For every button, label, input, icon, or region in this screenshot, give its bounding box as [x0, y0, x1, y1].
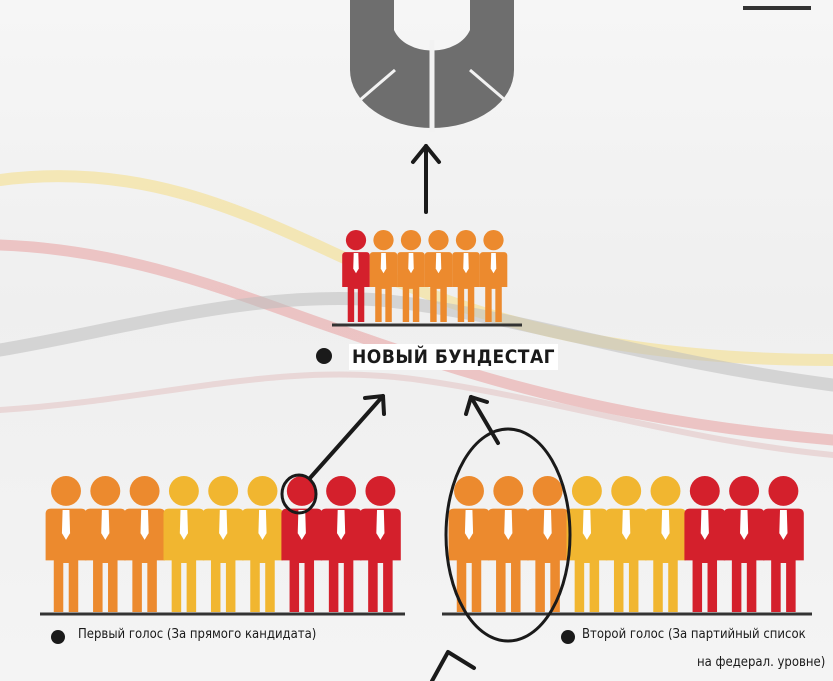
- second-vote-person-icon: [566, 476, 608, 612]
- second-vote-person-icon: [723, 476, 765, 612]
- first-vote-person-icon: [281, 476, 323, 612]
- arrows: [308, 144, 500, 681]
- first-vote-person-icon: [163, 476, 205, 612]
- second-vote-label-line2: на федерал. уровне): [697, 655, 826, 670]
- first-vote-bullet: [51, 630, 65, 644]
- first-vote-person-icon: [242, 476, 283, 612]
- first-vote-person-icon: [84, 476, 126, 612]
- first-vote-label: Первый голос (За прямого кандидата): [78, 627, 317, 642]
- first-vote-person-icon: [202, 476, 244, 612]
- arrow-first-vote-head: [363, 394, 386, 416]
- parliament-hemicycle-icon: [350, 0, 514, 132]
- first-vote-highlight-circle: [280, 473, 318, 515]
- bundestag-person-icon: [369, 230, 398, 322]
- second-vote-person-icon: [605, 476, 647, 612]
- bundestag-person-icon: [479, 230, 508, 322]
- second-vote-person-icon: [645, 476, 686, 612]
- bundestag-person-icon: [452, 230, 480, 322]
- arrow-second-vote-head: [464, 395, 489, 416]
- second-vote-person-icon: [448, 476, 490, 612]
- second-vote-highlight-circle: [444, 427, 572, 643]
- bottom-arrow-hint: [430, 650, 476, 681]
- second-vote-label-line1: Второй голос (За партийный список: [582, 627, 806, 642]
- bundestag-bullet: [316, 348, 332, 364]
- first-vote-person-icon: [320, 476, 362, 612]
- top-right-mark: [743, 6, 811, 10]
- arrow-up-to-hemicycle-head: [411, 144, 441, 164]
- first-vote-person-icon: [124, 476, 165, 612]
- bundestag-label: НОВЫЙ БУНДЕСТАГ: [349, 344, 559, 370]
- second-vote-person-icon: [487, 476, 529, 612]
- people-layer: [45, 230, 804, 612]
- first-vote-person-icon: [360, 476, 401, 612]
- second-vote-person-icon: [527, 476, 568, 612]
- bundestag-person-icon: [397, 230, 425, 322]
- arrow-first-vote: [308, 394, 385, 480]
- bundestag-person-icon: [342, 230, 370, 322]
- bundestag-person-icon: [424, 230, 453, 322]
- second-vote-person-icon: [763, 476, 804, 612]
- second-vote-bullet: [561, 630, 575, 644]
- first-vote-person-icon: [45, 476, 87, 612]
- arrow-second-vote: [469, 395, 500, 445]
- second-vote-person-icon: [684, 476, 726, 612]
